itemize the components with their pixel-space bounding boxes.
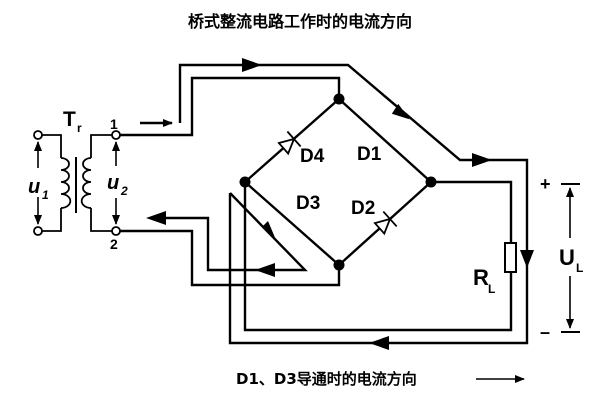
- plus-sign: +: [540, 174, 551, 194]
- primary-lead-top: [42, 134, 62, 158]
- diode-d4-symbol: [277, 130, 302, 156]
- label-d4: D4: [300, 146, 325, 167]
- load-resistor: [504, 242, 517, 273]
- minus-sign: –: [540, 322, 550, 342]
- u2-voltage-indicator: u 2: [107, 141, 128, 225]
- wire-right-node-to-load: [431, 180, 513, 242]
- terminal-2-label: 2: [110, 236, 118, 252]
- diode-d2-symbol: [373, 210, 398, 236]
- current-path-return: [160, 192, 308, 272]
- branch-d3: [244, 181, 340, 266]
- label-d1: D1: [357, 144, 382, 165]
- node-top: [333, 93, 345, 105]
- current-path: [140, 58, 534, 350]
- load-label-sub: L: [488, 282, 495, 296]
- u2-label-sub: 2: [120, 184, 128, 198]
- load-labels: R L + – U L: [473, 174, 583, 342]
- u1-voltage-indicator: u 1: [28, 141, 49, 225]
- branch-d1: [338, 98, 432, 183]
- flow-arrow-into-2: [146, 211, 166, 225]
- transformer-label-sub: r: [77, 121, 82, 135]
- flow-arrow-to-load: [472, 153, 492, 167]
- diode-bridge: D4 D1 D3 D2: [239, 93, 437, 271]
- ul-label: U: [559, 245, 575, 270]
- label-d3: D3: [296, 193, 320, 214]
- secondary-terminal-1: [111, 130, 121, 140]
- node-left: [239, 176, 251, 188]
- caption-text: D1、D3导通时的电流方向: [236, 370, 417, 388]
- secondary-lead-top: [90, 134, 112, 158]
- flow-arrow-return-left: [255, 263, 275, 277]
- terminal-1-label: 1: [110, 116, 118, 132]
- node-bottom: [333, 259, 345, 271]
- primary-coil: [60, 157, 72, 209]
- ul-label-sub: L: [576, 261, 583, 275]
- primary-lead-bottom: [42, 208, 62, 232]
- current-path-forward: [178, 63, 529, 345]
- transformer: T r 1 2: [33, 108, 121, 252]
- primary-terminal-bottom: [33, 226, 43, 236]
- flow-arrow-diagonal-down: [391, 103, 410, 120]
- wire-load-to-left-node: [243, 182, 513, 332]
- diagram-title: 桥式整流电路工作时的电流方向: [188, 12, 412, 31]
- u1-label-sub: 1: [42, 188, 49, 202]
- wire-terminal2-to-bottom-node: [120, 229, 341, 287]
- secondary-lead-bottom: [90, 208, 112, 232]
- u1-label: u: [28, 176, 40, 198]
- primary-terminal-top: [33, 130, 43, 140]
- circuit-wires: [120, 76, 517, 332]
- transformer-label: T: [63, 108, 76, 131]
- node-right: [425, 176, 437, 188]
- flow-arrow-down-load: [520, 250, 534, 268]
- flow-arrow-d3-diagonal: [262, 221, 276, 240]
- u2-label: u: [107, 172, 119, 194]
- flow-arrow-bottom-return: [369, 336, 389, 350]
- label-d2: D2: [351, 198, 375, 219]
- secondary-terminal-2: [111, 226, 121, 236]
- wire-terminal1-to-top-node: [120, 76, 341, 137]
- load-label: R: [473, 265, 489, 290]
- flow-arrow-top: [242, 58, 262, 72]
- secondary-coil: [80, 157, 92, 209]
